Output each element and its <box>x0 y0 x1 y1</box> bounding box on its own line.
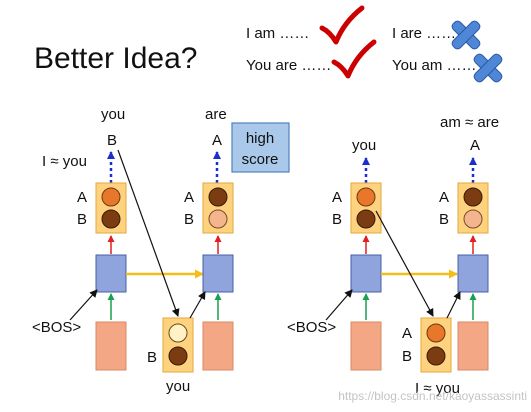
sampled-letter-b: B <box>402 348 412 365</box>
page-title: Better Idea? <box>34 42 197 75</box>
cell-letter-b: B <box>184 211 194 228</box>
example-good-1: I am …… <box>246 25 309 42</box>
cell-letter-a: A <box>184 189 194 206</box>
feed-arrow <box>189 291 206 319</box>
cross-icon <box>451 20 481 50</box>
left-top-word-1: you <box>101 106 125 123</box>
cell-letter-a: A <box>332 189 342 206</box>
cell-letter-a: A <box>439 189 449 206</box>
sampled-letter-a: A <box>402 325 412 342</box>
circle-dark <box>168 346 188 366</box>
circle-orange <box>426 323 446 343</box>
high-score-line-1: high <box>246 130 274 147</box>
left-top-letter-b: B <box>107 132 117 149</box>
hidden-state-box <box>350 254 382 293</box>
circle-dark <box>356 209 376 229</box>
input-embedding-box <box>202 321 234 371</box>
watermark-text: https://blog.csdn.net/kaoyassassinti <box>338 389 527 403</box>
hidden-state-box <box>457 254 489 293</box>
left-bos-label: <BOS> <box>32 319 81 336</box>
sampling-arrow <box>375 210 434 317</box>
circle-cream <box>168 323 188 343</box>
right-top-word-2: am ≈ are <box>440 114 499 131</box>
right-top-letter-a: A <box>470 137 480 154</box>
circle-light <box>208 209 228 229</box>
check-icon <box>331 39 377 79</box>
cell-letter-a: A <box>77 189 87 206</box>
cell-letter-b: B <box>332 211 342 228</box>
left-top-word-2: are <box>205 106 227 123</box>
circle-orange <box>101 187 121 207</box>
hidden-state-box <box>95 254 127 293</box>
bos-arrow <box>325 289 353 321</box>
example-good-2: You are …… <box>246 57 331 74</box>
circle-dark <box>463 187 483 207</box>
bos-arrow <box>69 289 98 321</box>
example-bad-2: You am …… <box>392 57 477 74</box>
cell-letter-b: B <box>77 211 87 228</box>
circle-dark <box>101 209 121 229</box>
feed-arrow <box>446 291 461 319</box>
circle-dark <box>426 346 446 366</box>
high-score-box <box>231 122 290 173</box>
right-bottom-word: I ≈ you <box>415 380 460 397</box>
left-approx-label: I ≈ you <box>42 153 87 170</box>
right-bos-label: <BOS> <box>287 319 336 336</box>
sampled-letter-b: B <box>147 349 157 366</box>
input-embedding-box <box>350 321 382 371</box>
left-top-letter-a: A <box>212 132 222 149</box>
circle-light <box>463 209 483 229</box>
hidden-state-box <box>202 254 234 293</box>
check-icon <box>319 5 365 45</box>
cross-icon <box>473 53 503 83</box>
input-embedding-box <box>457 321 489 371</box>
right-top-word-1: you <box>352 137 376 154</box>
high-score-line-2: score <box>242 151 279 168</box>
sampling-arrow <box>117 149 180 317</box>
circle-dark <box>208 187 228 207</box>
example-bad-1: I are …… <box>392 25 456 42</box>
cell-letter-b: B <box>439 211 449 228</box>
left-bottom-word: you <box>166 378 190 395</box>
input-embedding-box <box>95 321 127 371</box>
circle-orange <box>356 187 376 207</box>
